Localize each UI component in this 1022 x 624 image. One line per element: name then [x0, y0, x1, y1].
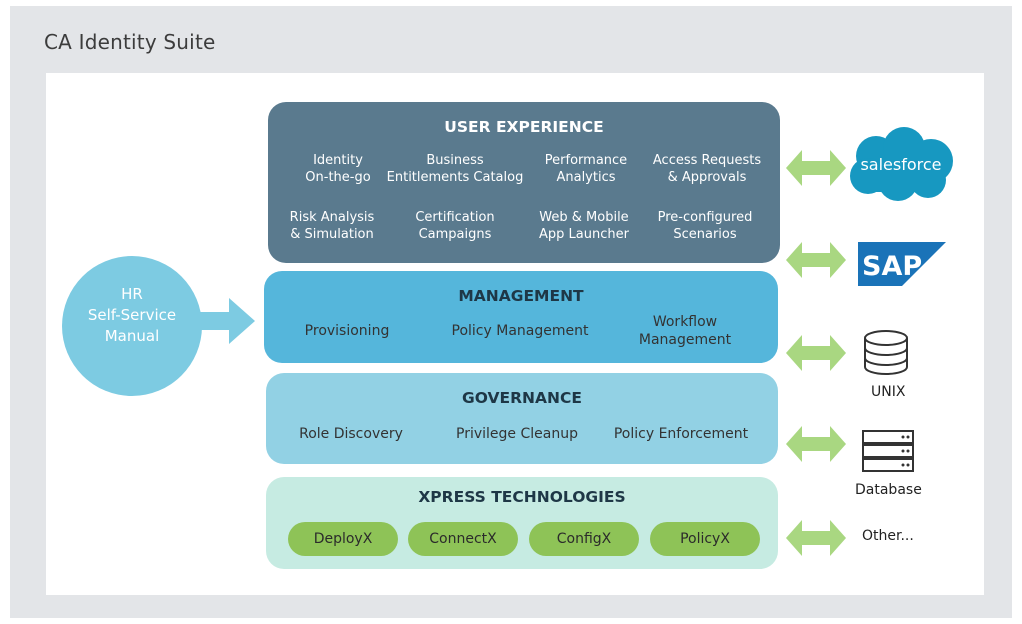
feature-line: & Approvals [667, 170, 747, 185]
feature-line: Certification [415, 210, 495, 225]
feature-performance-analytics: Performance Analytics [516, 152, 656, 186]
xpress-technologies-layer: XPRESS TECHNOLOGIES DeployX ConnectX Con… [266, 477, 778, 569]
double-arrow-icon [786, 242, 846, 278]
feature-line: On-the-go [305, 170, 371, 185]
pill-connectx: ConnectX [408, 522, 518, 556]
unix-label: UNIX [871, 384, 906, 400]
sap-logo: SAP [858, 242, 946, 286]
feature-line: Identity [313, 153, 363, 168]
feature-line: Business [426, 153, 484, 168]
feature-policy-enforcement: Policy Enforcement [613, 426, 749, 442]
feature-pre-configured-scenarios: Pre-configured Scenarios [635, 209, 775, 243]
hr-source-circle [62, 256, 202, 396]
hr-right-arrow-icon [195, 298, 255, 344]
feature-line: Provisioning [304, 323, 390, 339]
feature-line: Pre-configured [657, 210, 753, 225]
feature-risk-analysis-simulation: Risk Analysis & Simulation [262, 209, 402, 243]
management-title: MANAGEMENT [458, 287, 584, 305]
governance-layer: GOVERNANCE Role Discovery Privilege Clea… [266, 373, 778, 464]
xpress-title: XPRESS TECHNOLOGIES [418, 488, 626, 506]
feature-line: Workflow [652, 314, 718, 330]
feature-line: Access Requests [652, 153, 762, 168]
feature-provisioning: Provisioning [262, 322, 432, 340]
feature-business-entitlements-catalog: Business Entitlements Catalog [385, 152, 525, 186]
feature-privilege-cleanup: Privilege Cleanup [456, 426, 578, 442]
management-layer: MANAGEMENT Provisioning Policy Managemen… [264, 271, 778, 363]
pill-policyx: PolicyX [650, 522, 760, 556]
feature-role-discovery: Role Discovery [299, 426, 403, 442]
feature-line: & Simulation [290, 227, 374, 242]
salesforce-logo: salesforce [850, 127, 953, 201]
other-label: Other... [862, 528, 914, 544]
hr-line-1: HR [121, 285, 143, 303]
feature-line: Risk Analysis [289, 210, 375, 225]
sap-logo-text: SAP [862, 251, 922, 282]
double-arrow-icon [786, 520, 846, 556]
hr-line-2: Self-Service [87, 306, 177, 324]
feature-line: Scenarios [673, 227, 737, 242]
feature-access-requests-approvals: Access Requests & Approvals [637, 152, 777, 186]
governance-title: GOVERNANCE [462, 389, 582, 407]
hr-line-3: Manual [104, 327, 160, 345]
server-icon [862, 430, 914, 472]
feature-workflow-management: Workflow Management [600, 313, 770, 349]
cylinder-icon [864, 330, 908, 375]
salesforce-logo-text: salesforce [860, 155, 941, 174]
database-label: Database [855, 482, 922, 498]
feature-line: Management [638, 332, 732, 348]
feature-line: Policy Management [451, 323, 589, 339]
pill-configx: ConfigX [529, 522, 639, 556]
user-experience-title: USER EXPERIENCE [444, 118, 604, 136]
feature-line: Web & Mobile [539, 210, 629, 225]
user-experience-layer: USER EXPERIENCE Identity On-the-go Busin… [268, 102, 780, 263]
double-arrow-icon [786, 150, 846, 186]
feature-line: Entitlements Catalog [386, 170, 524, 185]
feature-policy-management: Policy Management [435, 322, 605, 340]
page-title: CA Identity Suite [44, 30, 216, 54]
feature-identity-on-the-go: Identity On-the-go [268, 152, 408, 186]
pill-deployx: DeployX [288, 522, 398, 556]
double-arrow-icon [786, 426, 846, 462]
feature-line: App Launcher [539, 227, 629, 242]
double-arrow-icon [786, 335, 846, 371]
feature-line: Performance [544, 153, 628, 168]
hr-source-label: HR Self-Service Manual [62, 284, 202, 347]
feature-line: Analytics [556, 170, 616, 185]
feature-certification-campaigns: Certification Campaigns [385, 209, 525, 243]
feature-line: Campaigns [418, 227, 492, 242]
feature-web-mobile-app-launcher: Web & Mobile App Launcher [514, 209, 654, 243]
